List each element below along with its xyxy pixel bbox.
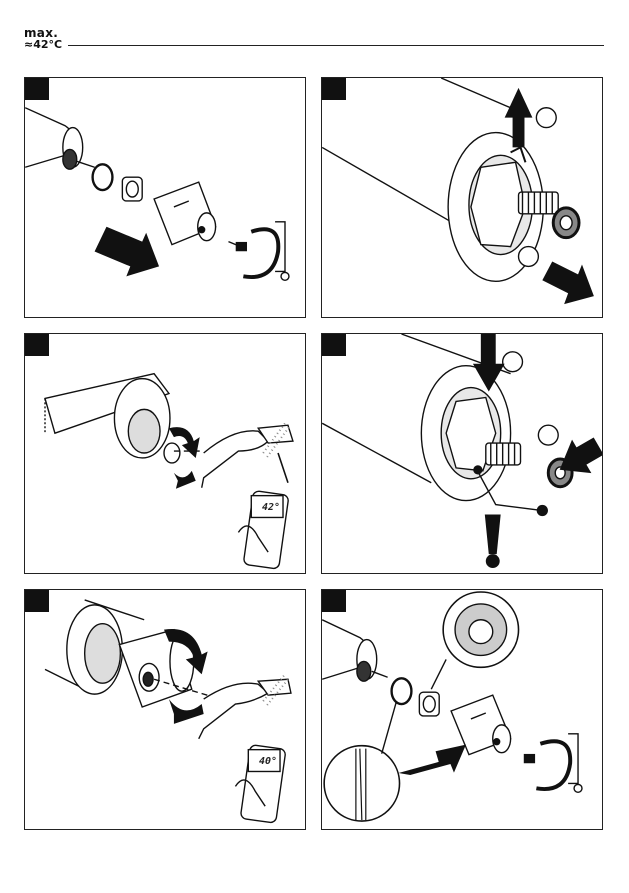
step-panel-6 bbox=[321, 589, 603, 830]
arrow-down-right-icon bbox=[542, 261, 594, 304]
rotate-arrow-icon bbox=[174, 471, 196, 489]
step-panel-2 bbox=[321, 77, 603, 318]
arrow-icon bbox=[399, 734, 466, 784]
warning-exclamation-icon bbox=[485, 514, 501, 568]
step-4-illustration bbox=[322, 334, 602, 573]
step-panel-5: 40° bbox=[24, 589, 306, 830]
max-temperature: ≈42°C bbox=[24, 38, 62, 51]
step-3-illustration bbox=[25, 334, 305, 573]
step-panel-1 bbox=[24, 77, 306, 318]
step-6-illustration bbox=[322, 590, 602, 829]
arrow-icon bbox=[95, 227, 159, 277]
step-panel-4 bbox=[321, 333, 603, 574]
step-panel-3: 42° bbox=[24, 333, 306, 574]
step-5-illustration bbox=[25, 590, 305, 829]
rotate-arrow-icon bbox=[169, 699, 204, 724]
step-2-illustration bbox=[322, 78, 602, 317]
step-1-illustration bbox=[25, 78, 305, 317]
thermometer-display: 40° bbox=[255, 755, 281, 769]
header-rule bbox=[68, 45, 604, 46]
thermometer-display: 42° bbox=[258, 501, 284, 515]
